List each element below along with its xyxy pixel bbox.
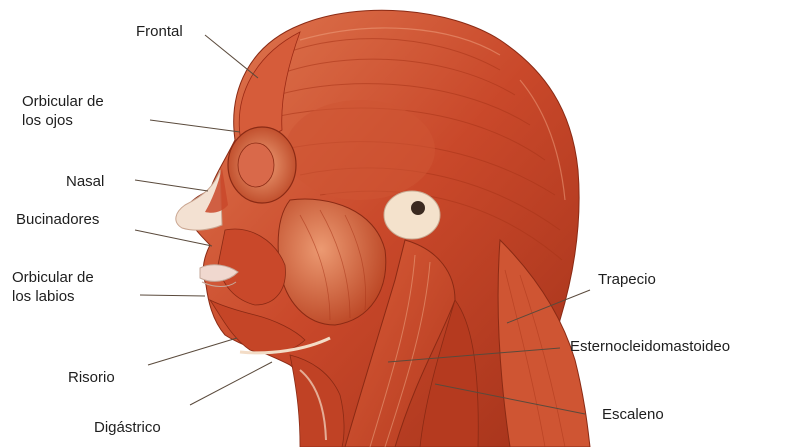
label-orbicular-labios: Orbicular de los labios <box>12 268 94 306</box>
temporal-muscle <box>285 100 435 200</box>
label-digastrico: Digástrico <box>94 418 161 437</box>
label-esternocleidomastoideo: Esternocleidomastoideo <box>570 337 730 356</box>
leader-risorio <box>148 338 237 365</box>
label-bucinadores: Bucinadores <box>16 210 99 229</box>
leader-orbicular-labios <box>140 295 205 296</box>
eye-inner <box>238 143 274 187</box>
label-nasal: Nasal <box>66 172 104 191</box>
leader-frontal <box>205 35 258 78</box>
label-escaleno: Escaleno <box>602 405 664 424</box>
label-frontal: Frontal <box>136 22 183 41</box>
leader-orbicular-ojos <box>150 120 240 132</box>
leader-digastrico <box>190 362 272 405</box>
leader-nasal <box>135 180 208 191</box>
ear <box>384 191 440 239</box>
ear-canal <box>411 201 425 215</box>
label-risorio: Risorio <box>68 368 115 387</box>
label-orbicular-ojos: Orbicular de los ojos <box>22 92 104 130</box>
label-trapecio: Trapecio <box>598 270 656 289</box>
